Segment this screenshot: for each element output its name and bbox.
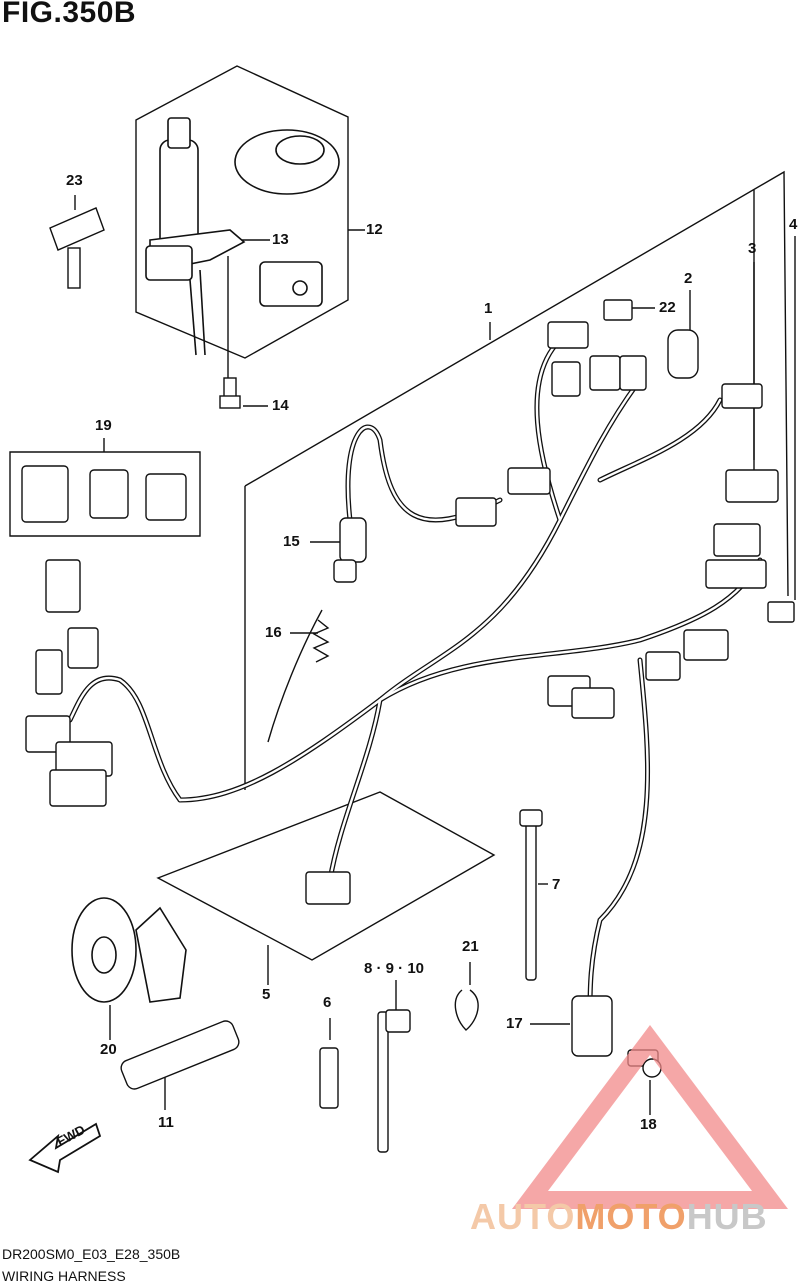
ignition-switch-body <box>159 139 199 251</box>
relay-b <box>89 469 129 519</box>
sensor-17 <box>571 995 613 1057</box>
fwd-arrow <box>28 1122 102 1174</box>
callout-19: 19 <box>95 417 112 434</box>
callout-20: 20 <box>100 1041 117 1058</box>
callout-2: 2 <box>684 270 693 287</box>
callout-11: 11 <box>158 1114 174 1131</box>
callout-14: 14 <box>272 397 289 414</box>
figure-code: DR200SM0_E03_E28_350B <box>2 1246 181 1262</box>
callout-12: 12 <box>366 221 383 238</box>
figure-name: WIRING HARNESS <box>2 1268 126 1284</box>
harness-main-trunk <box>177 377 643 803</box>
relay-set-outline <box>9 451 201 537</box>
callout-6: 6 <box>323 994 332 1011</box>
callout-18: 18 <box>640 1116 657 1133</box>
clamp-8 <box>377 1011 389 1153</box>
clamp-11 <box>120 1020 240 1090</box>
callout-4: 4 <box>789 216 798 233</box>
callout-7: 7 <box>552 876 561 893</box>
callout-3: 3 <box>748 240 757 257</box>
figure-title: FIG.350B <box>2 0 137 29</box>
callout-23: 23 <box>66 172 83 189</box>
watermark-part-moto: MOTO <box>575 1196 687 1237</box>
callout-16: 16 <box>265 624 282 641</box>
spring-16 <box>312 619 330 663</box>
cover-block <box>259 261 323 307</box>
callout-1: 1 <box>484 300 493 317</box>
harness-panel-outline <box>244 170 789 597</box>
watermark-part-auto: AUTO <box>470 1196 576 1237</box>
bolt-14 <box>223 377 237 399</box>
stop-switch <box>339 517 367 563</box>
callout-17: 17 <box>506 1015 523 1032</box>
battery-sheet-outline <box>156 791 496 961</box>
relay-c <box>145 473 187 521</box>
component-3 <box>725 469 779 503</box>
clamp-21 <box>454 989 479 1031</box>
watermark-text: AUTOMOTOHUB <box>470 1196 768 1238</box>
watermark-part-hub: HUB <box>686 1196 768 1237</box>
callout-8-9-10: 8 · 9 · 10 <box>364 960 425 977</box>
callout-5: 5 <box>262 986 271 1003</box>
key-23 <box>49 207 105 251</box>
cable-tie-7 <box>525 819 537 981</box>
callout-21: 21 <box>462 938 479 955</box>
watermark-triangle <box>512 1025 788 1209</box>
bracket-6 <box>319 1047 339 1109</box>
callout-22: 22 <box>659 299 676 316</box>
callout-15: 15 <box>283 533 300 550</box>
relay-a <box>21 465 69 523</box>
callout-13: 13 <box>272 231 289 248</box>
ignition-set-outline <box>135 65 349 359</box>
